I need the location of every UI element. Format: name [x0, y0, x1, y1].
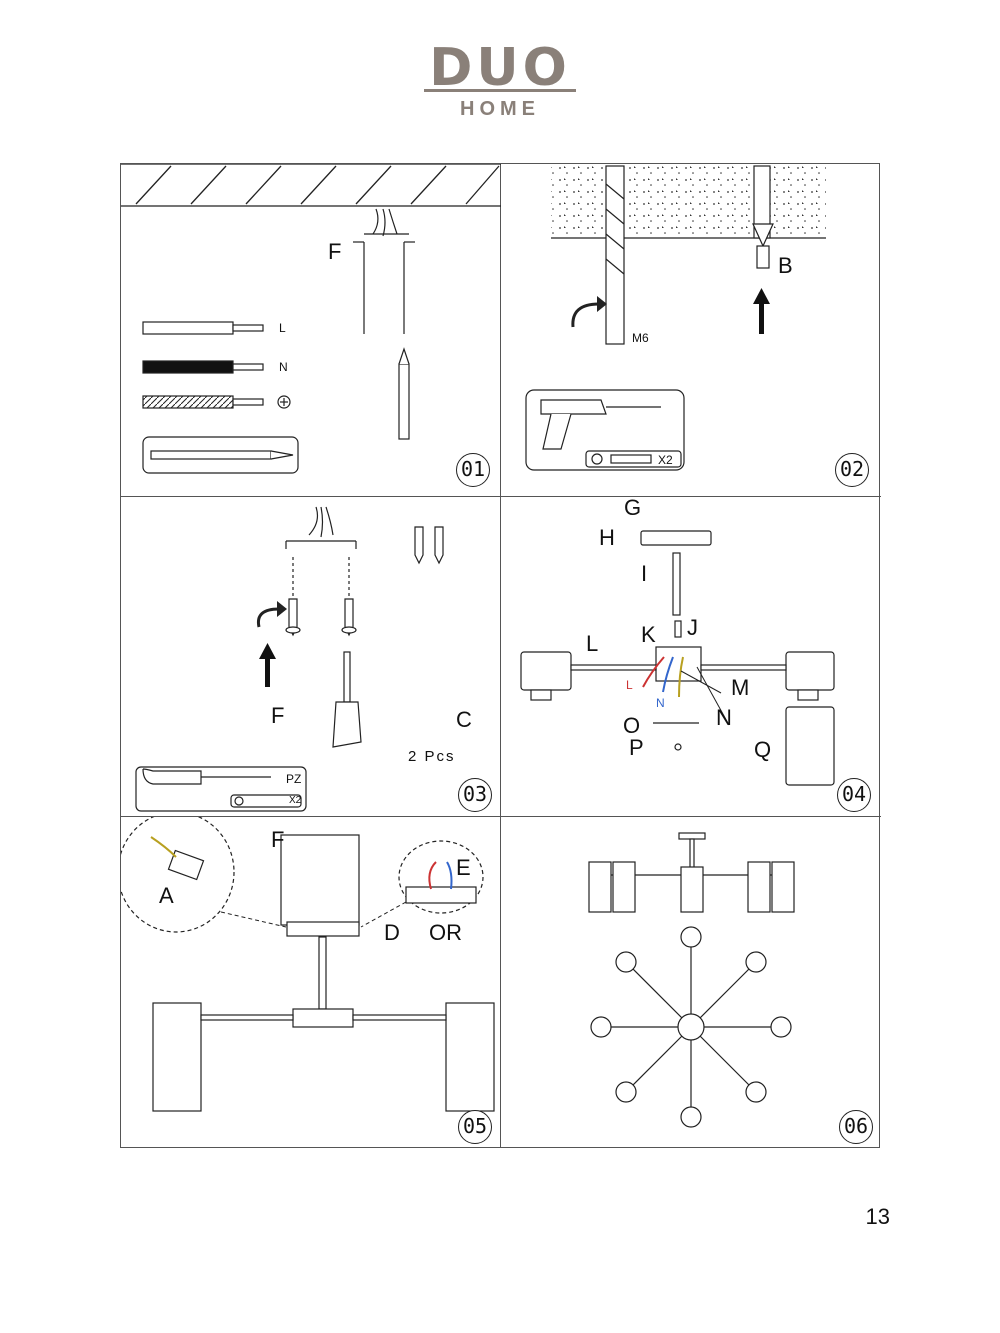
screw-icon — [285, 526, 444, 637]
wire-strips — [142, 321, 291, 409]
step-03-panel: F C 2 Pcs PZ X2 03 — [121, 497, 501, 817]
step-01-number: 01 — [456, 453, 490, 487]
step-05-drawing — [121, 817, 495, 1112]
step-04-p: P — [629, 735, 644, 760]
step-04-panel: G H I K J L M N O P Q L N 04 — [501, 497, 881, 817]
step-02-drawing — [525, 165, 826, 471]
step-04-i: I — [641, 561, 648, 586]
up-arrow-icon — [753, 288, 770, 334]
step-05-f: F — [271, 827, 285, 852]
step-04-j: J — [687, 615, 698, 640]
step-02-panel: B M6 X2 02 — [501, 164, 881, 497]
step-04-wire-n: N — [656, 696, 665, 710]
wall-plug-icon — [752, 165, 774, 269]
step-01-wire-n: N — [279, 360, 288, 374]
step-04-m: M — [731, 675, 750, 700]
toolbox-03 — [135, 766, 307, 812]
brand-logo: DUO HOME — [420, 40, 580, 130]
brand-name: DUO — [429, 38, 571, 98]
step-04-h: H — [599, 525, 615, 550]
step-06-drawing — [588, 832, 795, 1128]
step-04-o: O — [623, 713, 641, 738]
instruction-grid: F L N 01 B M6 X2 02 — [120, 163, 881, 1148]
page-number: 13 — [865, 1204, 890, 1229]
step-05-a: A — [159, 883, 174, 908]
ceiling-bracket — [353, 208, 415, 334]
step-03-number: 03 — [458, 778, 492, 812]
drill-icon — [525, 389, 685, 471]
step-04-wire-l: L — [626, 678, 633, 692]
brand-sub: HOME — [460, 98, 540, 120]
step-04-q: Q — [754, 737, 772, 762]
step-06-panel: 06 — [501, 817, 881, 1147]
step-06-number: 06 — [839, 1110, 873, 1144]
step-01-label-f: F — [328, 239, 342, 264]
step-02-qty: X2 — [658, 453, 673, 467]
rotate-arrow-icon — [571, 302, 600, 328]
step-03-driver: PZ — [286, 772, 302, 786]
step-05-number: 05 — [458, 1110, 492, 1144]
step-01-panel: F L N 01 — [121, 164, 501, 497]
rotate-arrow-icon — [256, 607, 280, 628]
step-01-wire-l: L — [279, 321, 286, 335]
step-04-number: 04 — [837, 778, 871, 812]
step-05-d: D — [384, 920, 400, 945]
step-05-e: E — [456, 855, 471, 880]
step-03-label-c: C — [456, 707, 472, 732]
drill-bit — [605, 165, 625, 345]
step-03-label-f: F — [271, 703, 285, 728]
step-03-qty: X2 — [289, 795, 302, 806]
ceiling-hatch — [121, 164, 501, 207]
step-02-drill-size: M6 — [632, 331, 649, 345]
screwdriver-icon — [332, 651, 362, 748]
brand-divider — [424, 89, 576, 92]
step-03-drawing — [135, 506, 444, 812]
step-02-label-b: B — [778, 253, 793, 278]
step-04-l: L — [586, 631, 599, 656]
step-04-g: G — [624, 495, 642, 520]
step-01-drawing — [121, 164, 501, 474]
step-05-panel: F A E D OR 05 — [121, 817, 501, 1147]
step-04-k: K — [641, 622, 656, 647]
step-03-pcs: 2 Pcs — [408, 748, 456, 765]
step-04-drawing — [520, 530, 835, 786]
up-arrow-icon — [259, 643, 276, 687]
step-02-number: 02 — [835, 453, 869, 487]
step-04-n: N — [716, 705, 732, 730]
step-05-or: OR — [429, 920, 462, 945]
pencil-icon — [142, 347, 410, 474]
